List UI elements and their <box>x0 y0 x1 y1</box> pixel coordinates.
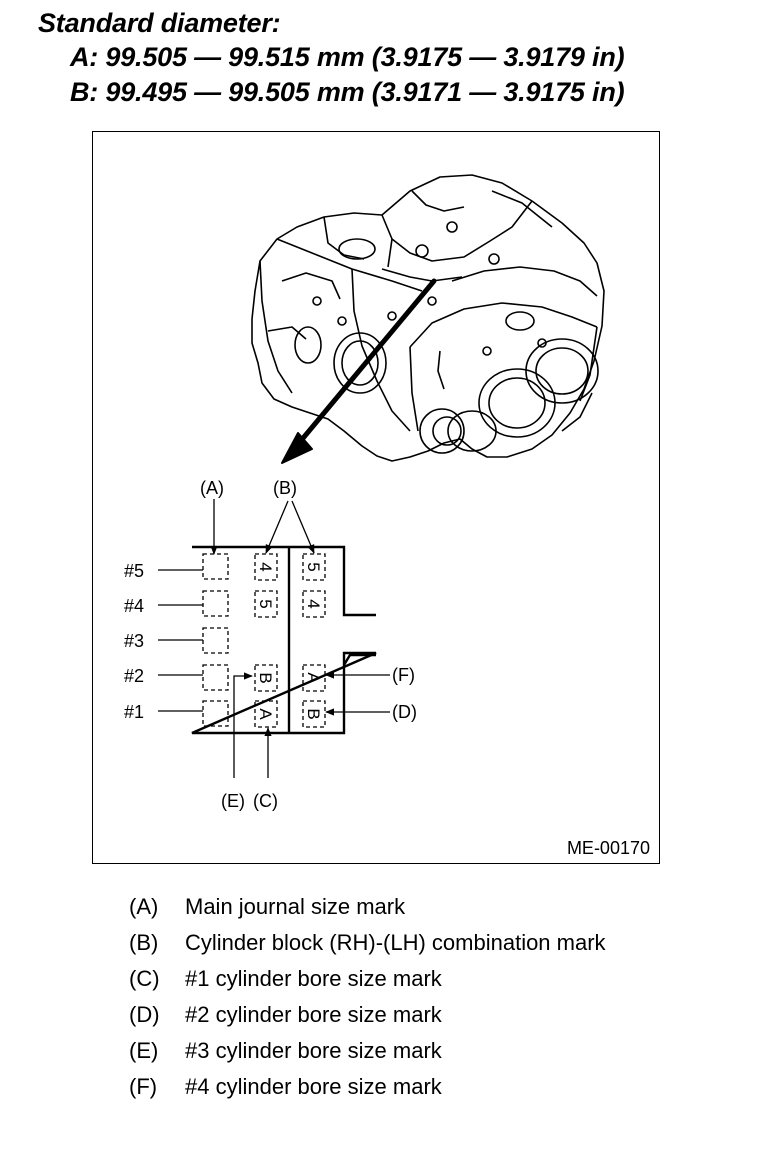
journal-label-2: #2 <box>124 666 144 686</box>
standard-diameter-title: Standard diameter: <box>38 8 281 38</box>
journal-box-5 <box>202 553 229 580</box>
callout-b-label: (B) <box>273 478 297 498</box>
legend-code-d: (D) <box>129 1002 160 1027</box>
callout-c-label: (C) <box>253 791 278 811</box>
legend-desc-e: #3 cylinder bore size mark <box>185 1038 442 1063</box>
journal-box-2 <box>202 664 229 691</box>
diameter-spec-a: A: 99.505 — 99.515 mm (3.9175 — 3.9179 i… <box>70 42 625 72</box>
figure-id: ME-00170 <box>567 838 650 858</box>
lh-mark-box-top <box>302 553 326 581</box>
callout-a-label: (A) <box>200 478 224 498</box>
lh-mark-box-a <box>302 664 326 692</box>
legend-code-f: (F) <box>129 1074 158 1099</box>
journal-label-1: #1 <box>124 702 144 722</box>
rh-mark-box-second <box>254 590 278 618</box>
lh-mark-box-b <box>302 700 326 728</box>
lh-mark-box-second <box>302 590 326 618</box>
legend-desc-d: #2 cylinder bore size mark <box>185 1002 442 1027</box>
lh-mark-a: A <box>304 672 323 684</box>
rh-mark-box-b <box>254 664 278 692</box>
callout-b-arrow-right <box>291 500 315 554</box>
rh-mark-top: 4 <box>256 562 275 571</box>
journal-box-4 <box>202 590 229 617</box>
engine-block-drawing <box>251 174 605 462</box>
rh-mark-b: B <box>256 672 275 683</box>
callout-b-arrow-left <box>265 500 289 554</box>
lh-mark-b: B <box>304 708 323 719</box>
cylinder-block-figure: 4 5 5 4 B A A B (A) (B) (E) (C) (F) (D) … <box>92 131 660 864</box>
rh-mark-second: 5 <box>256 599 275 608</box>
legend-code-b: (B) <box>129 930 159 955</box>
callout-d-label: (D) <box>392 702 417 722</box>
journal-label-3: #3 <box>124 631 144 651</box>
diameter-spec-b: B: 99.495 — 99.505 mm (3.9171 — 3.9175 i… <box>70 77 625 107</box>
journal-label-5: #5 <box>124 561 144 581</box>
legend-desc-a: Main journal size mark <box>185 894 406 919</box>
legend-code-c: (C) <box>129 966 160 991</box>
journal-leader-lines <box>158 569 203 712</box>
detail-pointer-arrow <box>281 278 437 464</box>
lh-mark-top: 5 <box>304 562 323 571</box>
rh-mark-box-a <box>254 700 278 728</box>
rh-mark-a: A <box>256 708 275 720</box>
callout-e-label: (E) <box>221 791 245 811</box>
plate-notch <box>342 653 376 666</box>
rh-mark-box-top <box>254 553 278 581</box>
callout-f-label: (F) <box>392 665 415 685</box>
legend-code-e: (E) <box>129 1038 159 1063</box>
journal-box-1 <box>202 700 229 727</box>
callout-e-arrow <box>233 672 253 778</box>
journal-label-4: #4 <box>124 596 144 616</box>
legend-code-a: (A) <box>129 894 159 919</box>
lh-mark-second: 4 <box>304 599 323 608</box>
legend-desc-b: Cylinder block (RH)-(LH) combination mar… <box>185 930 606 955</box>
legend-desc-f: #4 cylinder bore size mark <box>185 1074 442 1099</box>
figure-frame <box>92 131 660 864</box>
legend-desc-c: #1 cylinder bore size mark <box>185 966 442 991</box>
